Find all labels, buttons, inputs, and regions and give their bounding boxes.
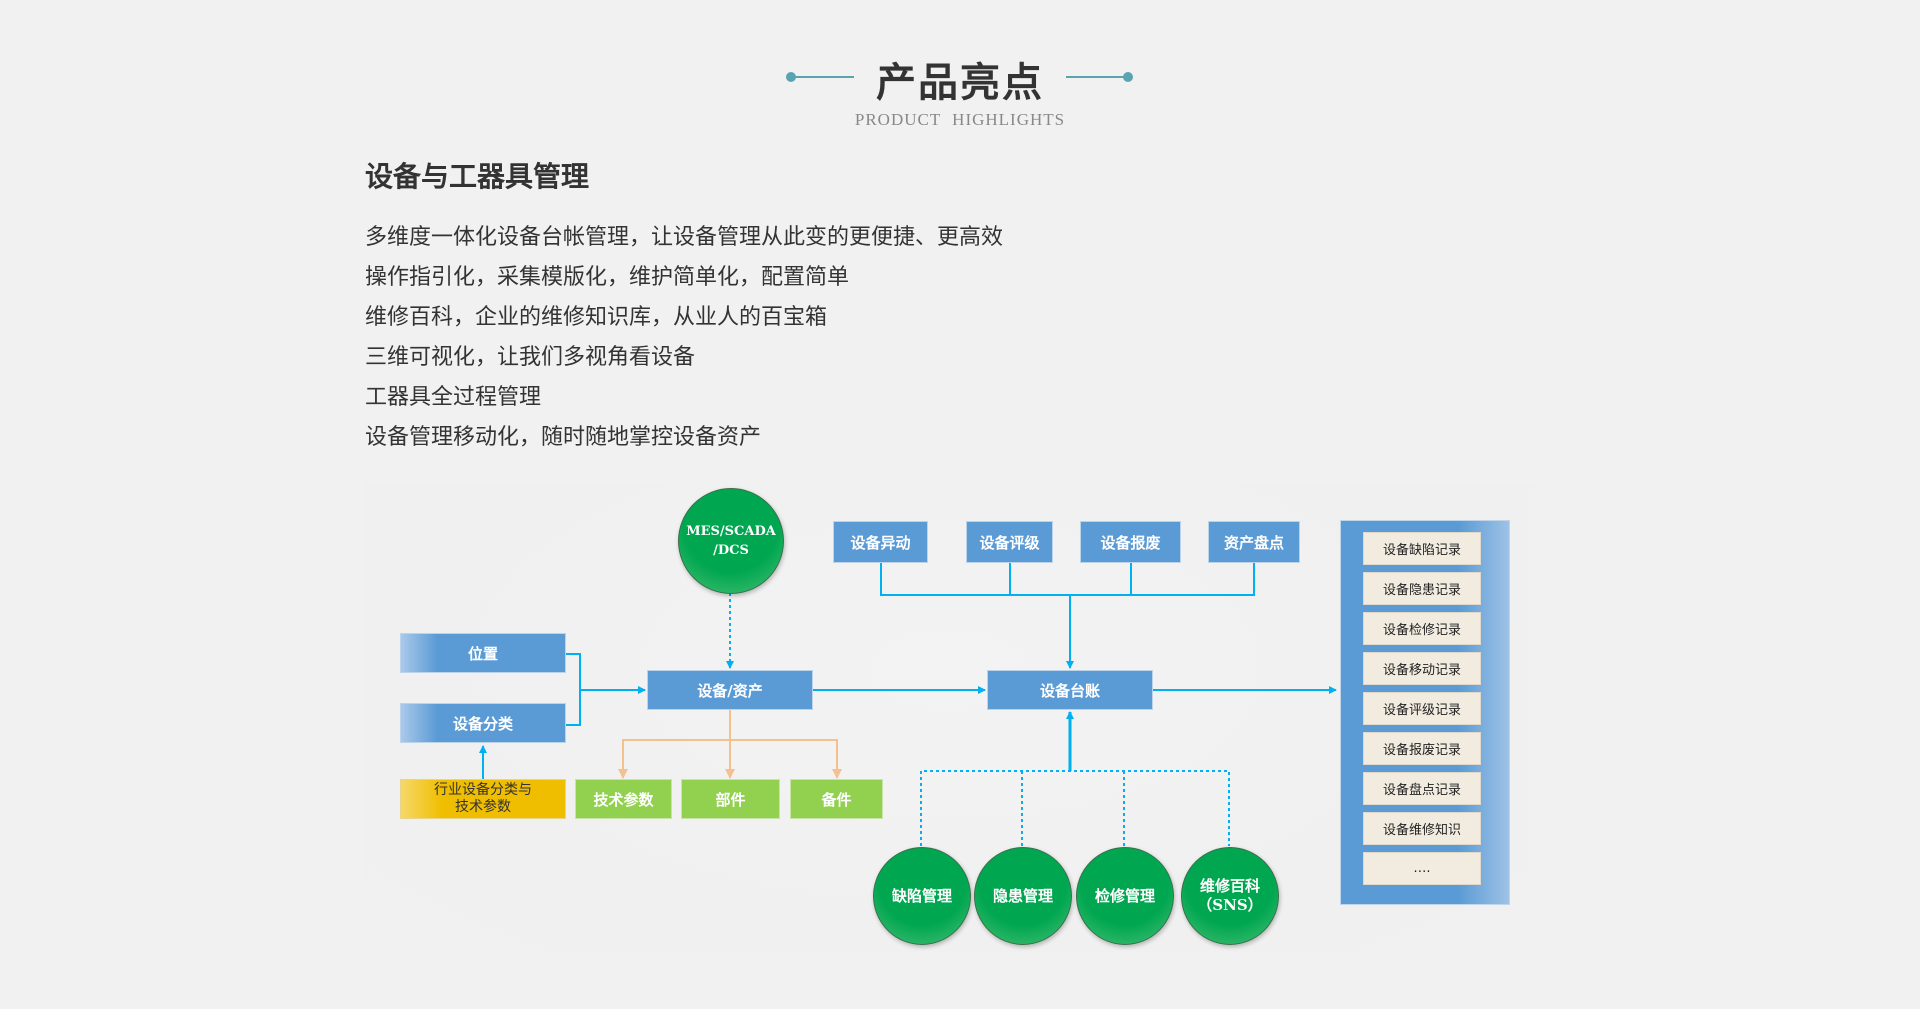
- top-box-inventory: 资产盘点: [1208, 521, 1300, 563]
- feature-item: 工器具全过程管理: [365, 385, 542, 410]
- connector-location-category: [566, 653, 581, 726]
- top-box-rating: 设备评级: [966, 521, 1053, 563]
- feature-item: 多维度一体化设备台帐管理，让设备管理从此变的更便捷、更高效: [365, 225, 1004, 250]
- record-item: 设备评级记录: [1363, 692, 1481, 725]
- circle-label: 维修百科: [1199, 877, 1260, 895]
- page-title: 产品亮点: [876, 60, 1044, 106]
- hazard-mgmt-circle: 隐患管理: [974, 847, 1072, 945]
- asset-box: 设备/资产: [647, 670, 813, 710]
- feature-list: 多维度一体化设备台帐管理，让设备管理从此变的更便捷、更高效 操作指引化，采集模版…: [365, 218, 1003, 458]
- section-title: 设备与工器具管理: [365, 160, 590, 193]
- source-line1: MES/SCADA: [686, 524, 776, 539]
- header-right-line: [1066, 76, 1128, 78]
- record-item: ….: [1363, 852, 1481, 885]
- record-item: 设备隐患记录: [1363, 572, 1481, 605]
- record-item: 设备盘点记录: [1363, 772, 1481, 805]
- components-box: 部件: [681, 779, 780, 819]
- category-box: 设备分类: [400, 703, 566, 743]
- feature-item: 维修百科，企业的维修知识库，从业人的百宝箱: [365, 305, 828, 330]
- source-line2: /DCS: [713, 543, 749, 558]
- circle-label: 检修管理: [1094, 886, 1155, 905]
- circle-sublabel: （SNS）: [1197, 896, 1263, 914]
- feature-item: 三维可视化，让我们多视角看设备: [365, 345, 696, 370]
- circle-label: 缺陷管理: [891, 886, 952, 905]
- location-box: 位置: [400, 633, 566, 673]
- spare-parts-box: 备件: [790, 779, 883, 819]
- industry-line1: 行业设备分类与: [434, 782, 532, 798]
- record-item: 设备维修知识: [1363, 812, 1481, 845]
- page-subtitle: PRODUCT HIGHLIGHTS: [854, 110, 1066, 129]
- maintenance-mgmt-circle: 检修管理: [1076, 847, 1174, 945]
- record-item: 设备报废记录: [1363, 732, 1481, 765]
- top-box-scrap: 设备报废: [1080, 521, 1181, 563]
- top-box-change: 设备异动: [833, 521, 928, 563]
- defect-mgmt-circle: 缺陷管理: [873, 847, 971, 945]
- repair-wiki-circle: 维修百科（SNS）: [1181, 847, 1279, 945]
- connector-asset-children: [622, 739, 838, 778]
- source-systems-circle: MES/SCADA/DCS: [678, 488, 784, 594]
- feature-item: 操作指引化，采集模版化，维护简单化，配置简单: [365, 265, 850, 290]
- header-left-line: [792, 76, 854, 78]
- record-item: 设备缺陷记录: [1363, 532, 1481, 565]
- industry-line2: 技术参数: [455, 799, 511, 815]
- connector-top-boxes: [880, 563, 1255, 596]
- record-item: 设备检修记录: [1363, 612, 1481, 645]
- connector-bottom-circles: [920, 770, 1230, 846]
- header-left-dot: [786, 72, 796, 82]
- tech-params-box: 技术参数: [575, 779, 672, 819]
- record-item: 设备移动记录: [1363, 652, 1481, 685]
- industry-box: 行业设备分类与技术参数: [400, 779, 566, 819]
- circle-label: 隐患管理: [992, 886, 1053, 905]
- records-panel: 设备缺陷记录 设备隐患记录 设备检修记录 设备移动记录 设备评级记录 设备报废记…: [1340, 520, 1510, 905]
- header-right-dot: [1123, 72, 1133, 82]
- ledger-box: 设备台账: [987, 670, 1153, 710]
- feature-item: 设备管理移动化，随时随地掌控设备资产: [365, 425, 762, 450]
